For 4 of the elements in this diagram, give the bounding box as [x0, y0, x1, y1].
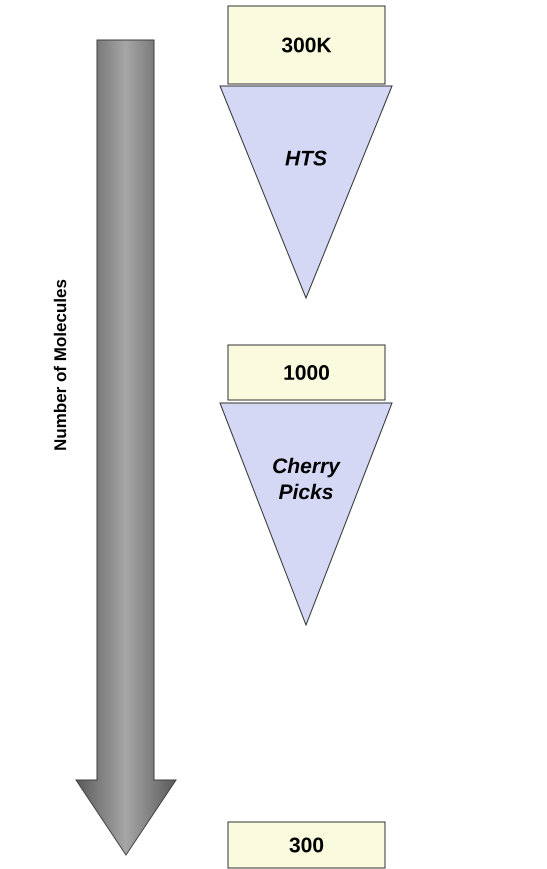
count-box: 1000 — [228, 344, 386, 400]
axis-label: Number of Molecules — [54, 280, 66, 450]
count-box: 300K — [228, 6, 386, 84]
count-box: 300 — [228, 822, 386, 868]
